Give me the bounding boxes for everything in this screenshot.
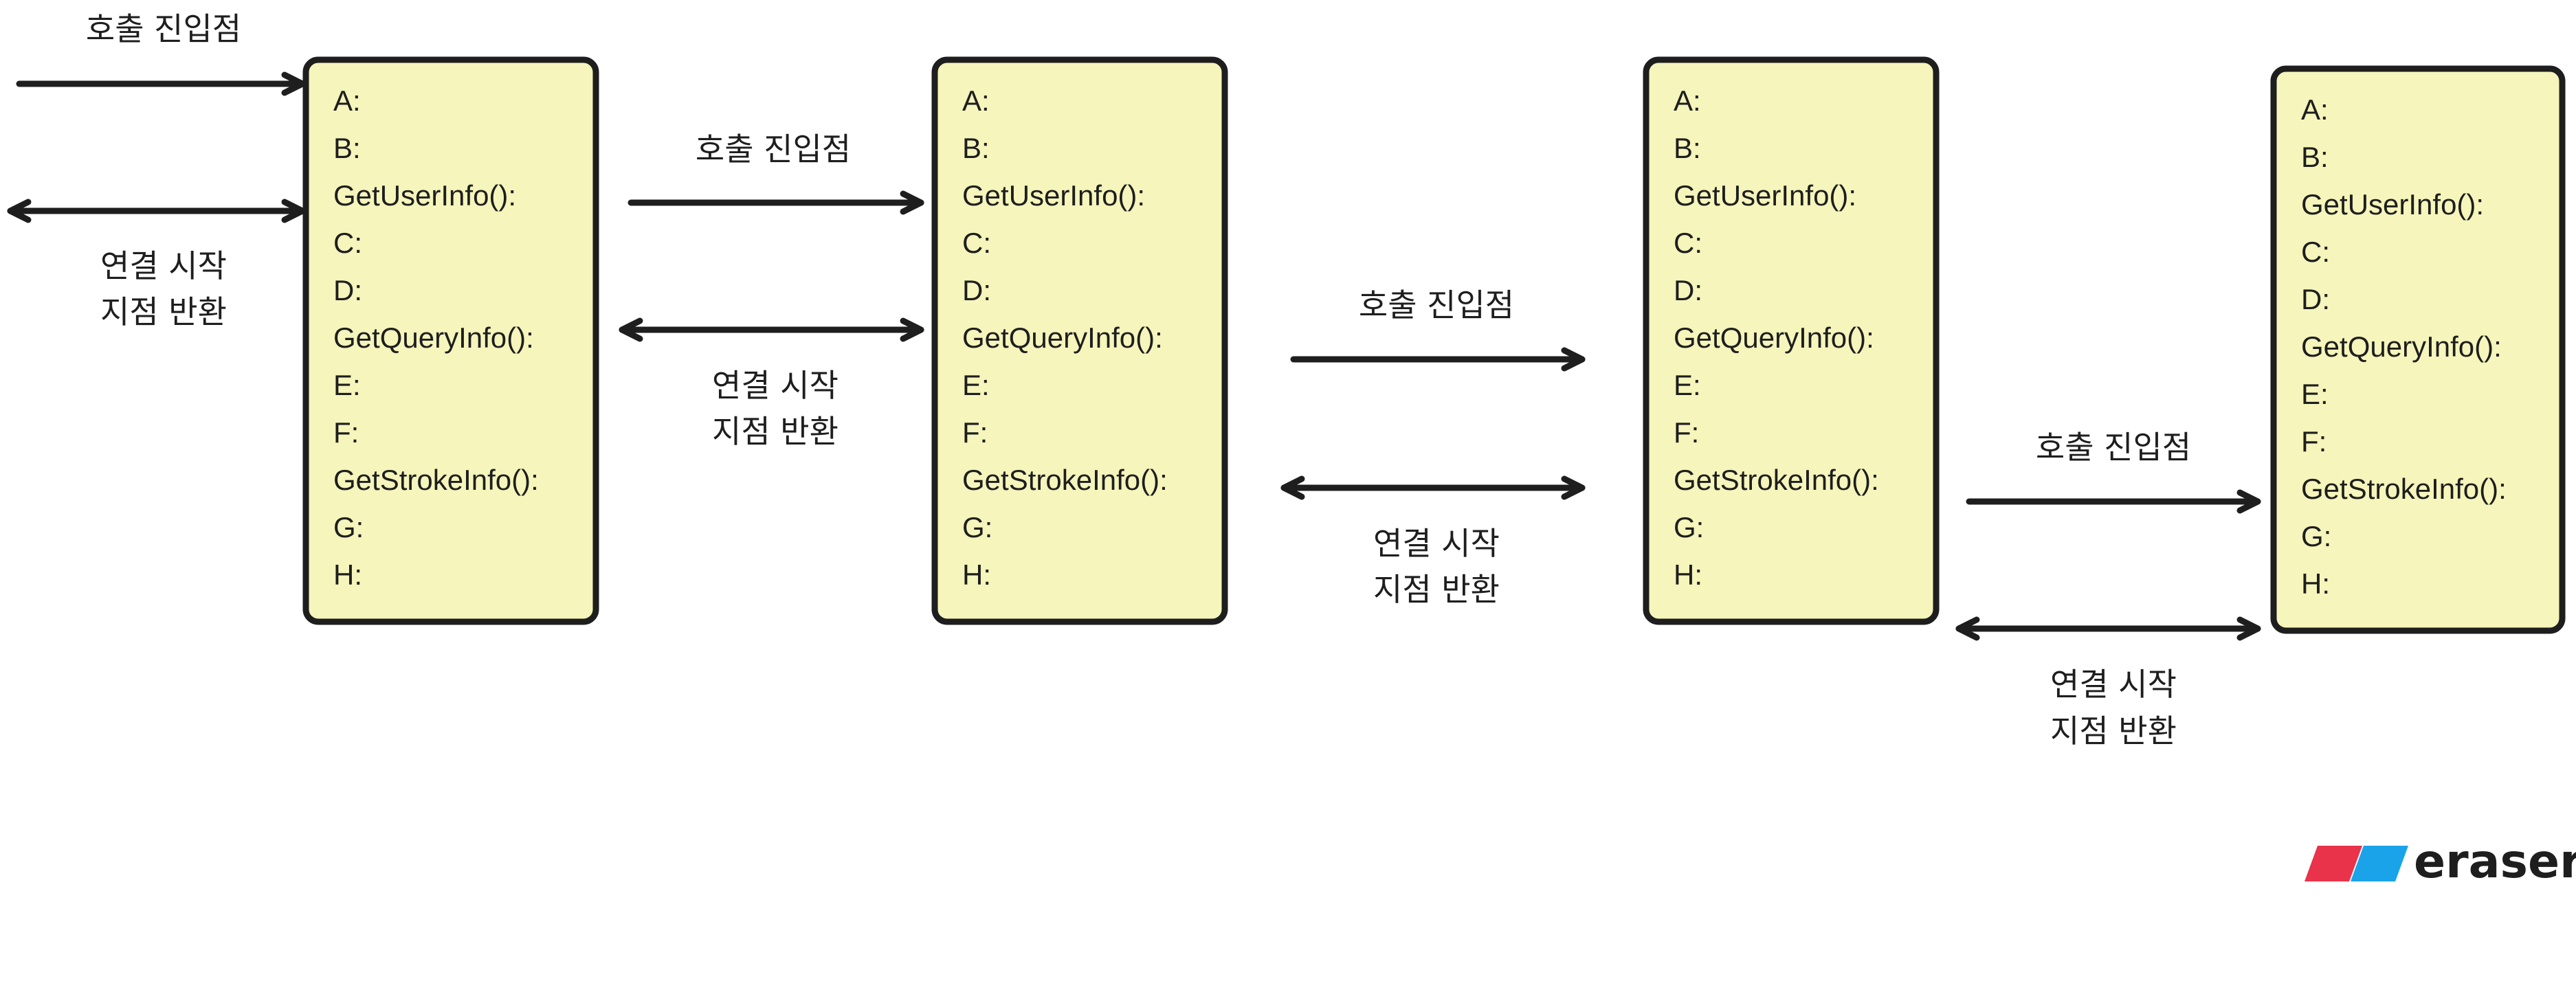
arrow-head <box>2236 616 2261 641</box>
box-field-label: GetQueryInfo(): <box>2301 330 2502 363</box>
box-field-label: B: <box>1674 132 1701 164</box>
process-box-outline <box>2270 65 2566 634</box>
box-field-label: E: <box>333 369 361 401</box>
process-box: A: B: GetUserInfo(): C: D: GetQueryInfo(): E: F… <box>1643 56 1940 625</box>
box-field-label: E: <box>1674 369 1701 401</box>
eraser-logo-blue-mark <box>2351 846 2408 881</box>
box-field-label: GetStrokeInfo(): <box>1674 464 1879 496</box>
box-field-label: GetStrokeInfo(): <box>2301 473 2507 505</box>
box-field-label: GetUserInfo(): <box>962 179 1145 212</box>
process-box-outline <box>302 56 599 625</box>
box-field-label: GetUserInfo(): <box>1674 179 1856 212</box>
arrow-head <box>281 199 306 223</box>
eraser-logo: eraser <box>2305 835 2576 889</box>
box-field-label: GetQueryInfo(): <box>962 322 1163 354</box>
box-field-label: D: <box>1674 274 1702 306</box>
connector-label: 호출 진입점 <box>696 131 851 168</box>
box-field-label: H: <box>1674 559 1702 591</box>
process-box-outline <box>1643 56 1940 625</box>
box-field-label: GetUserInfo(): <box>2301 188 2484 221</box>
box-field-label: A: <box>962 85 990 117</box>
box-field-label: D: <box>2301 283 2330 315</box>
arrow-head <box>7 199 32 223</box>
box-field-label: F: <box>2301 425 2327 458</box>
box-field-label: D: <box>962 274 991 306</box>
arrow-head <box>281 71 306 96</box>
box-field-label: D: <box>333 274 362 306</box>
box-field-label: A: <box>1674 85 1701 117</box>
process-box: A: B: GetUserInfo(): C: D: GetQueryInfo(): E: F… <box>2270 65 2566 634</box>
connector-label: 호출 진입점 <box>2036 429 2191 466</box>
box-field-label: GetStrokeInfo(): <box>962 464 1168 496</box>
box-field-label: H: <box>962 559 991 591</box>
box-field-label: G: <box>333 511 364 543</box>
connector-label: 지점 반환 <box>1373 571 1500 608</box>
connector-label: 지점 반환 <box>2050 712 2177 750</box>
box-field-label: C: <box>962 227 991 259</box>
box-field-label: GetUserInfo(): <box>333 179 516 212</box>
arrow-head <box>2236 489 2261 514</box>
box-field-label: GetQueryInfo(): <box>333 322 534 354</box>
box-field-label: C: <box>2301 236 2330 268</box>
box-field-label: G: <box>962 511 992 543</box>
arrow-head <box>900 190 924 215</box>
connector-call-entry-3: 호출 진입점 <box>1290 286 1586 372</box>
box-field-label: C: <box>333 227 362 259</box>
connector-call-entry-1: 호출 진입점 <box>16 10 306 96</box>
box-field-label: H: <box>333 559 362 591</box>
arrow-head <box>1280 475 1305 500</box>
boxes-layer: A: B: GetUserInfo(): C: D: GetQueryInfo(): E: F… <box>302 56 2566 634</box>
box-field-label: F: <box>962 416 988 449</box>
eraser-wordmark: eraser <box>2414 835 2576 889</box>
process-box: A: B: GetUserInfo(): C: D: GetQueryInfo(): E: F… <box>302 56 599 625</box>
box-field-label: E: <box>2301 378 2329 410</box>
connector-label: 연결 시작 <box>712 367 839 404</box>
connector-label: 연결 시작 <box>100 247 227 284</box>
connector-label: 지점 반환 <box>712 413 839 450</box>
arrow-head <box>900 317 924 342</box>
connector-label: 연결 시작 <box>1373 525 1500 562</box>
arrow-head <box>1955 616 1980 641</box>
box-field-label: F: <box>333 416 359 449</box>
connector-call-entry-4: 호출 진입점 <box>1966 429 2261 514</box>
arrow-head <box>1561 475 1586 500</box>
box-field-label: B: <box>962 132 990 164</box>
arrow-head <box>1561 347 1586 372</box>
box-field-label: A: <box>333 85 361 117</box>
box-field-label: A: <box>2301 93 2329 126</box>
connector-label: 지점 반환 <box>100 293 227 330</box>
box-field-label: GetStrokeInfo(): <box>333 464 539 496</box>
box-field-label: G: <box>1674 511 1704 543</box>
box-field-label: B: <box>333 132 361 164</box>
connector-label: 호출 진입점 <box>86 10 241 47</box>
box-field-label: GetQueryInfo(): <box>1674 322 1874 354</box>
process-box: A: B: GetUserInfo(): C: D: GetQueryInfo(): E: F… <box>931 56 1228 625</box>
process-box-outline <box>931 56 1228 625</box>
eraser-logo-red-mark <box>2305 846 2362 881</box>
box-field-label: H: <box>2301 567 2330 600</box>
arrow-head <box>619 317 643 342</box>
box-field-label: G: <box>2301 520 2331 552</box>
connector-label: 연결 시작 <box>2050 666 2177 703</box>
box-field-label: B: <box>2301 141 2329 173</box>
connector-call-entry-2: 호출 진입점 <box>628 131 924 215</box>
connector-label: 호출 진입점 <box>1359 286 1514 324</box>
box-field-label: F: <box>1674 416 1699 449</box>
box-field-label: E: <box>962 369 990 401</box>
box-field-label: C: <box>1674 227 1702 259</box>
